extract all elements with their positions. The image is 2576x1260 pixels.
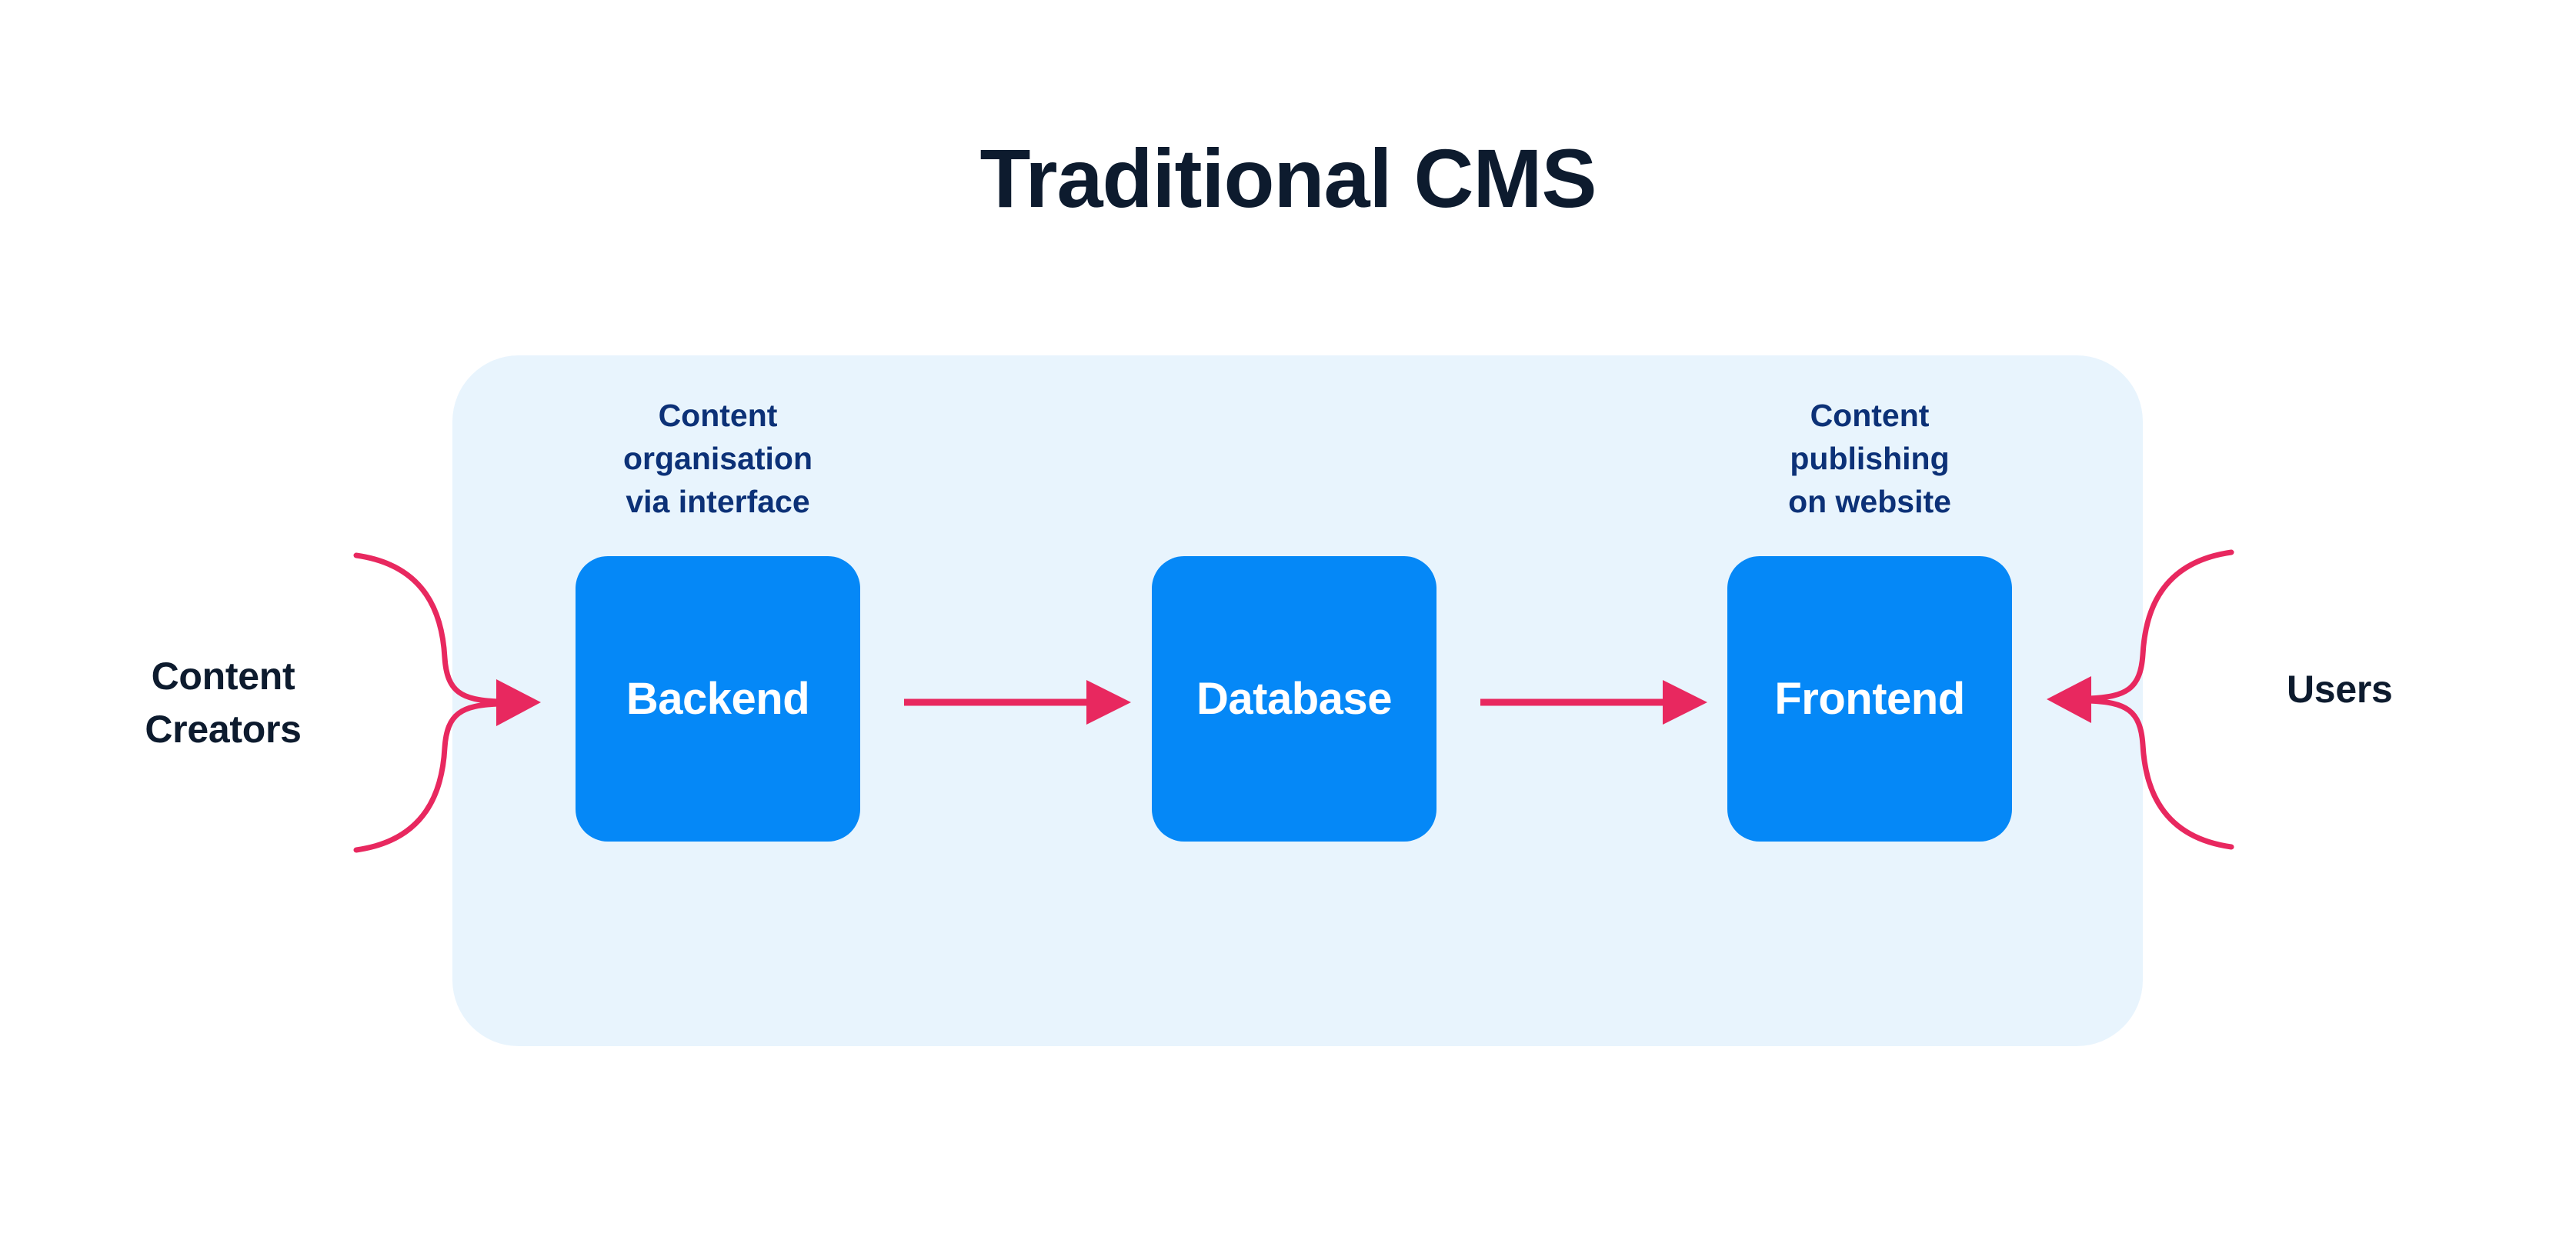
actor-content-creators-line-1: Content [151,655,295,698]
page-title: Traditional CMS [979,132,1597,225]
node-frontend-label: Frontend [1774,674,1965,724]
caption-backend: Content organisation via interface [556,394,879,523]
node-backend[interactable]: Backend [576,556,860,842]
actor-users-line-1: Users [2287,668,2393,711]
node-frontend[interactable]: Frontend [1727,556,2012,842]
node-database-label: Database [1196,674,1392,724]
caption-frontend: Content publishing on website [1708,394,2031,523]
caption-backend-line-2: organisation [622,441,813,477]
caption-backend-line-1: Content [658,398,778,433]
node-backend-label: Backend [626,674,810,724]
actor-users: Users [2287,663,2471,716]
caption-frontend-line-3: on website [1788,484,1951,520]
caption-frontend-line-1: Content [1810,398,1930,433]
actor-content-creators-line-2: Creators [145,708,302,751]
node-database[interactable]: Database [1152,556,1436,842]
actor-content-creators: Content Creators [108,650,339,756]
caption-frontend-line-2: publishing [1790,441,1950,477]
caption-backend-line-3: via interface [626,484,810,520]
